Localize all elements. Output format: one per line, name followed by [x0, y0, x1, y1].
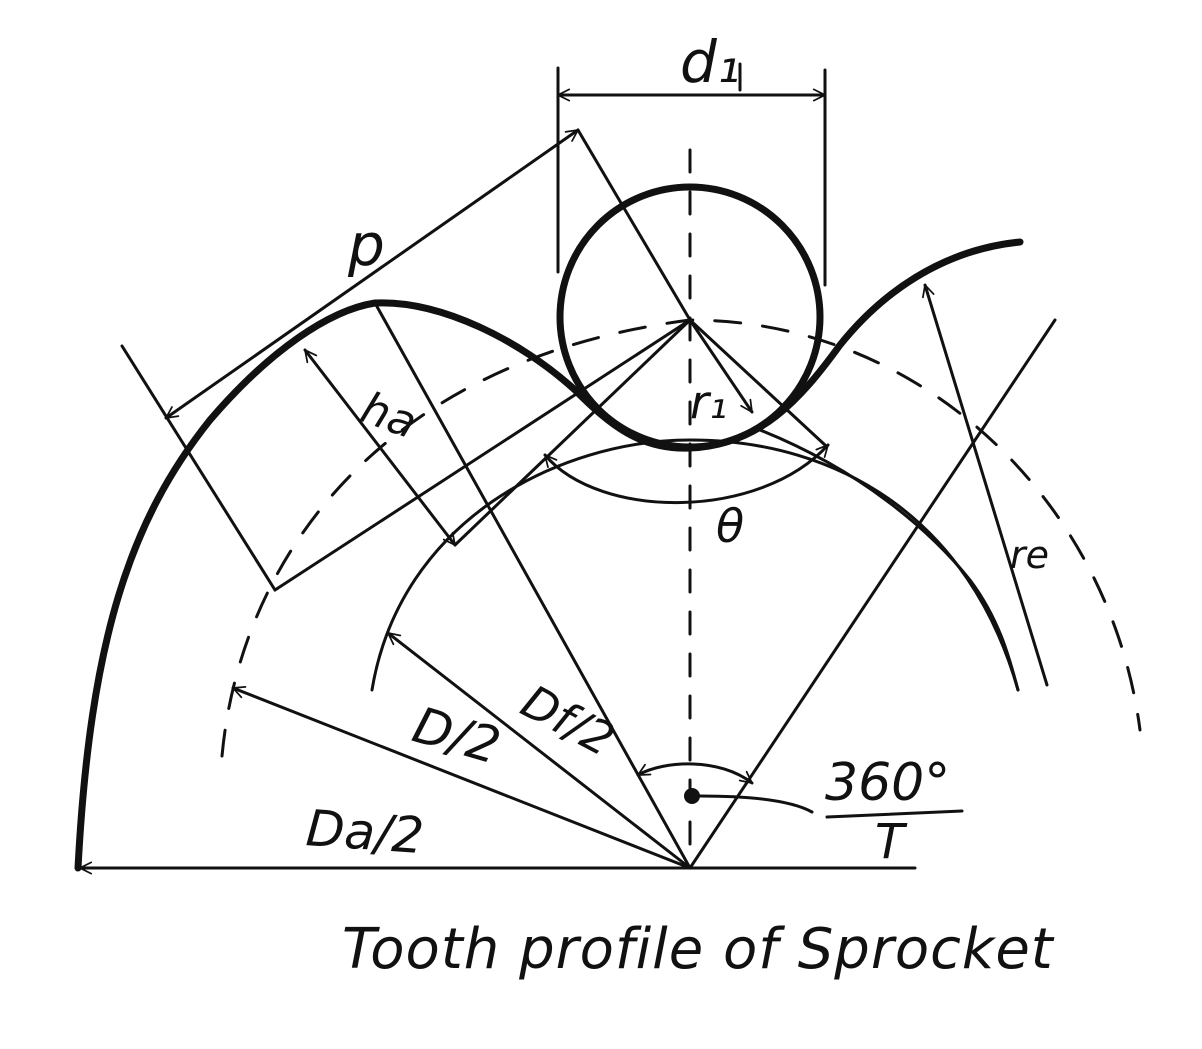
label-da-2: Da/2: [304, 799, 426, 865]
label-df-2: Df/2: [513, 674, 623, 767]
roller-tangent-right: [688, 318, 827, 447]
label-theta: θ: [716, 499, 744, 553]
label-360: 360°: [825, 753, 950, 813]
pitch-radius-arrow: [233, 688, 692, 870]
label-pitch: p: [347, 211, 385, 279]
ha-dimension-line: [303, 350, 457, 545]
pitch-angle-leader: [698, 794, 814, 814]
right-flank-curve: [758, 428, 1020, 692]
label-d1: d₁: [680, 28, 740, 96]
label-t: T: [875, 814, 908, 870]
root-circle-arc: [370, 438, 1020, 692]
theta-angle-arc: [543, 443, 830, 505]
label-ha: ha: [354, 382, 423, 449]
roller-radius-arrow: [688, 318, 754, 412]
fraction-bar: [825, 809, 964, 819]
sector-line-left: [373, 301, 692, 870]
pitch-angle-dot: [684, 788, 700, 804]
pitch-line-to-roller: [576, 128, 692, 322]
roller-tangent-left-2: [453, 318, 692, 547]
pitch-dimension-line: [166, 128, 578, 420]
label-r1: r₁: [690, 375, 727, 429]
root-radius-arrow: [388, 631, 692, 870]
pitch-angle-arc: [638, 762, 752, 785]
roller-tangent-left-1: [273, 318, 692, 592]
label-re: re: [1010, 533, 1049, 577]
diagram-title: Tooth profile of Sprocket: [342, 917, 1055, 982]
re-radius-arrow: [925, 285, 1049, 687]
pitch-extension: [120, 344, 277, 592]
